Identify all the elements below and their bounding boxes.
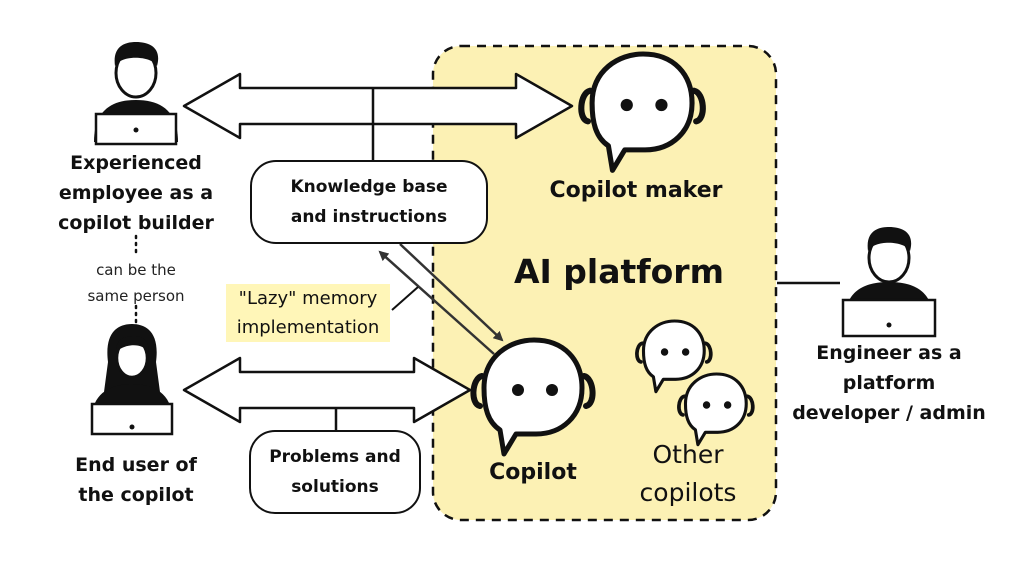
copilot-label: Copilot xyxy=(489,460,577,485)
ai-platform-title: AI platform xyxy=(514,252,724,291)
engineer-label: Engineer as a platform developer / admin xyxy=(792,342,986,424)
same-person-note: can be the same person xyxy=(87,261,185,305)
end-user-person-icon xyxy=(90,324,174,436)
builder-label: Experienced employee as a copilot builde… xyxy=(58,152,214,234)
engineer-person-icon xyxy=(841,227,937,338)
memory-note-pointer xyxy=(391,286,419,311)
builder-maker-double-arrow xyxy=(182,72,574,140)
other-copilots-label: Other copilots xyxy=(639,440,737,507)
end-user-label: End user of the copilot xyxy=(75,454,197,506)
knowledge-to-copilot-arrow xyxy=(399,243,504,342)
copilot-to-knowledge-arrow xyxy=(378,250,495,355)
problems-solutions-box: Problems and solutions xyxy=(249,430,421,514)
copilot-maker-label: Copilot maker xyxy=(549,178,723,203)
builder-person-icon xyxy=(94,42,178,146)
user-copilot-double-arrow xyxy=(182,356,472,424)
knowledge-base-box: Knowledge base and instructions xyxy=(250,160,488,244)
lazy-memory-note: "Lazy" memory implementation xyxy=(226,284,390,342)
